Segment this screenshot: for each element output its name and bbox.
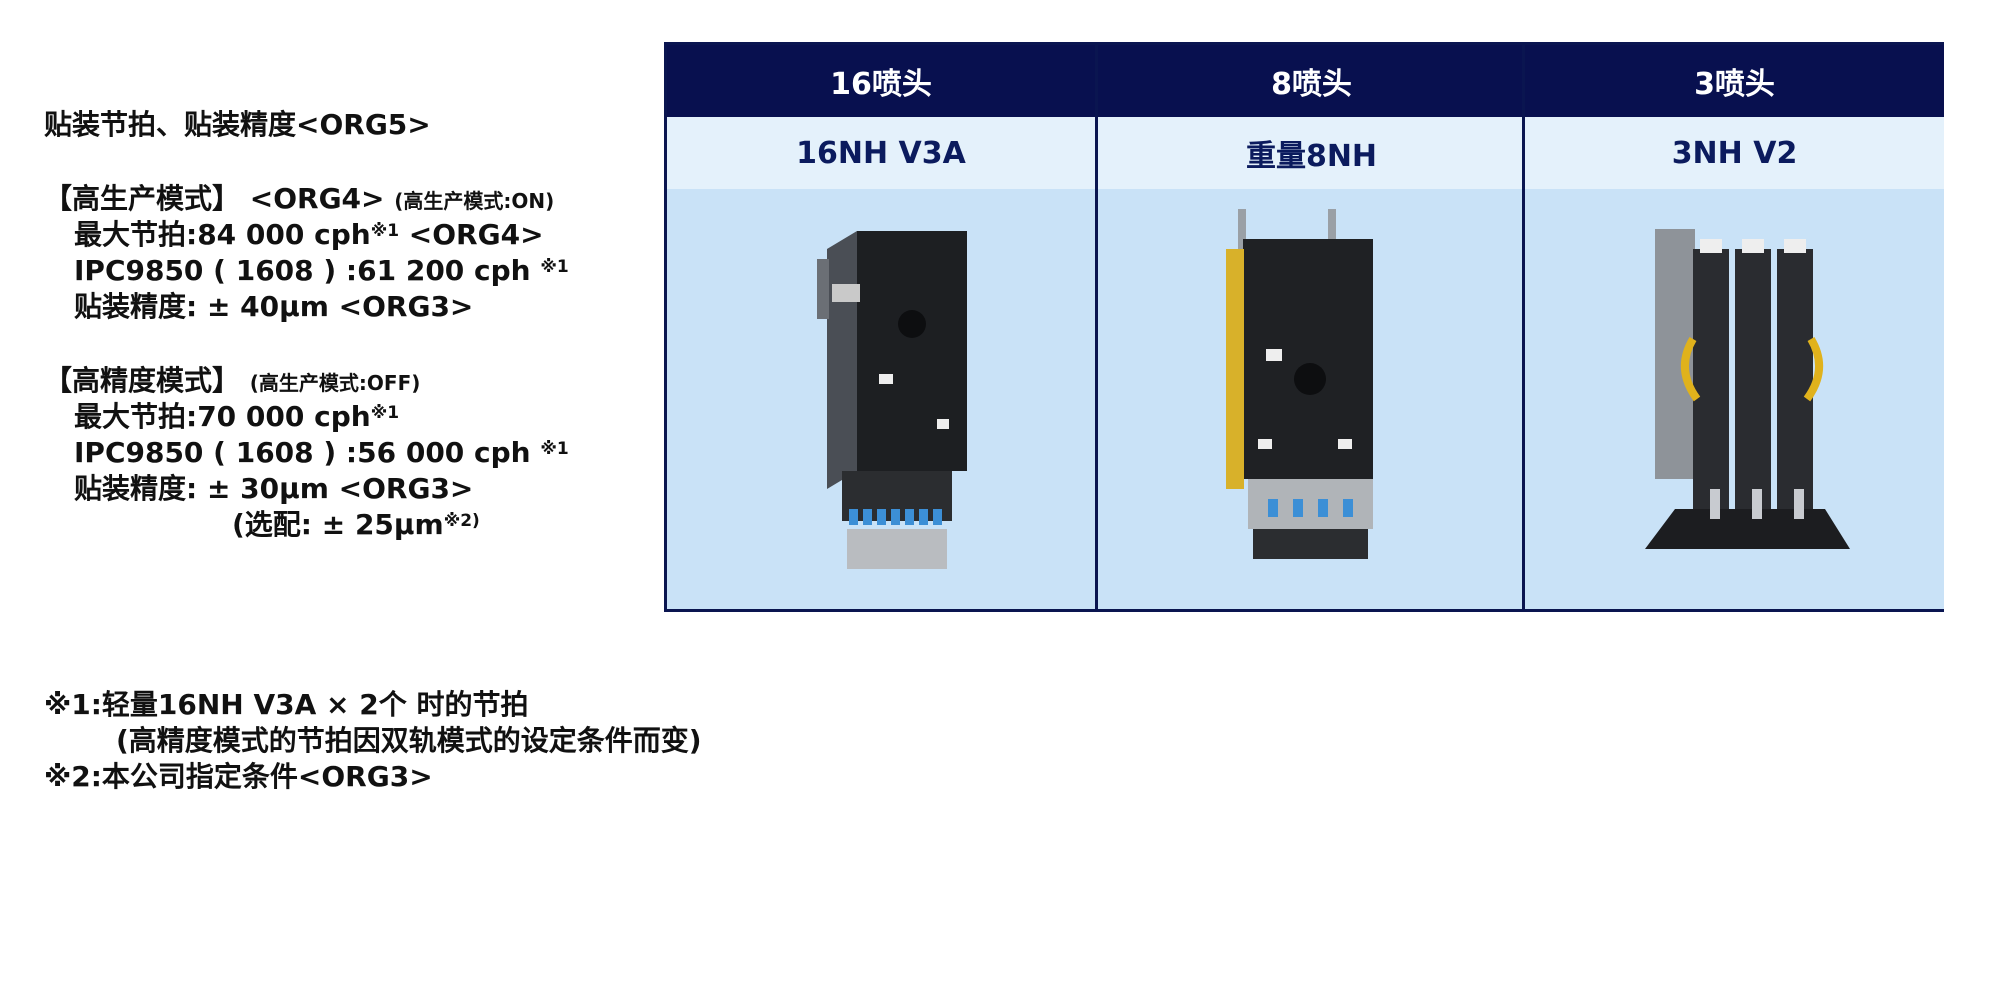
image-cell xyxy=(667,189,1095,609)
high-prod-heading: 【高生产模式】 <ORG4> (高生产模式:ON) xyxy=(44,182,555,215)
image-cell xyxy=(1098,189,1525,609)
spec-title: 贴装节拍、贴装精度<ORG5> xyxy=(44,108,431,141)
high-prod-accuracy: 贴装精度: ± 40μm <ORG3> xyxy=(74,290,474,323)
column-header: 16喷头 xyxy=(667,45,1095,117)
high-acc-heading: 【高精度模式】 (高生产模式:OFF) xyxy=(44,364,421,397)
high-acc-ipc: IPC9850 ( 1608 ) :56 000 cph ※1 xyxy=(74,436,569,469)
column-header: 3喷头 xyxy=(1525,45,1944,117)
high-acc-accuracy: 贴装精度: ± 30μm <ORG3> xyxy=(74,472,474,505)
footnote-1-detail: (高精度模式的节拍因双轨模式的设定条件而变) xyxy=(116,724,702,757)
column-8-nozzle: 8喷头 重量8NH xyxy=(1095,45,1525,609)
column-header: 8喷头 xyxy=(1098,45,1525,117)
footnote-2: ※2:本公司指定条件<ORG3> xyxy=(44,760,433,793)
high-prod-max-rate: 最大节拍:84 000 cph※1 <ORG4> xyxy=(74,218,544,251)
column-16-nozzle: 16喷头 16NH V3A xyxy=(667,45,1095,609)
column-model: 3NH V2 xyxy=(1525,117,1944,189)
high-prod-ipc: IPC9850 ( 1608 ) :61 200 cph ※1 xyxy=(74,254,569,287)
high-acc-max-rate: 最大节拍:70 000 cph※1 xyxy=(74,400,400,433)
column-model: 重量8NH xyxy=(1098,117,1525,189)
footnote-1: ※1:轻量16NH V3A × 2个 时的节拍 xyxy=(44,688,529,721)
3-nozzle-head-image xyxy=(1645,229,1850,549)
nozzle-head-table: 16喷头 16NH V3A 8喷头 xyxy=(664,42,1944,612)
high-acc-option: (选配: ± 25μm※2) xyxy=(232,508,480,541)
16-nozzle-head-image xyxy=(817,231,967,569)
column-model: 16NH V3A xyxy=(667,117,1095,189)
8-nozzle-head-image xyxy=(1226,209,1373,559)
image-cell xyxy=(1525,189,1944,609)
column-3-nozzle: 3喷头 3NH V2 xyxy=(1522,45,1944,609)
